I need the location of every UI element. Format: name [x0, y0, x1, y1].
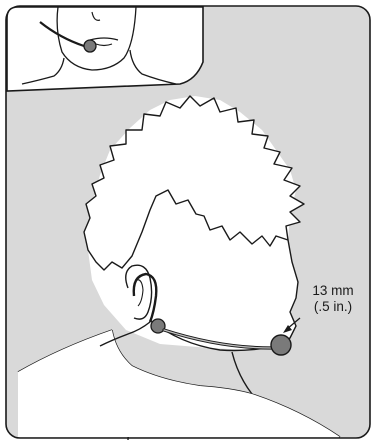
inset-mic-capsule [84, 40, 96, 52]
mic-capsule [271, 335, 291, 355]
distance-metric: 13 mm [296, 283, 370, 299]
distance-imperial: (.5 in.) [296, 299, 370, 315]
distance-callout: 13 mm (.5 in.) [296, 283, 370, 315]
inset-face-closeup [7, 7, 203, 91]
inset-background [7, 7, 203, 91]
